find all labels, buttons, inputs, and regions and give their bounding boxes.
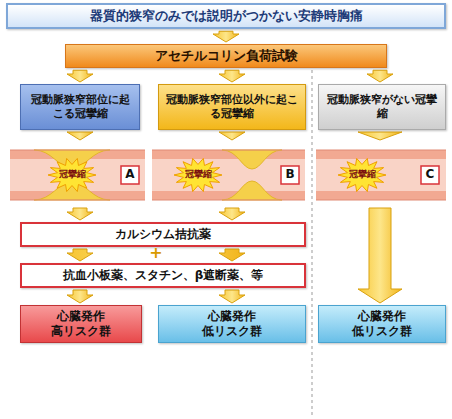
node-text: 冠動脈狭窄部位以外に起こる冠攣縮 — [164, 93, 300, 121]
divider-line — [311, 70, 313, 416]
spasm-bursts — [48, 158, 386, 191]
artery-a — [10, 150, 145, 200]
flow-arrow — [367, 70, 393, 82]
panel-letter: C — [426, 168, 435, 181]
flow-arrow — [219, 70, 245, 82]
start-box: 器質的狭窄のみでは説明がつかない安静時胸痛 — [6, 3, 446, 29]
spasm-label: 冠攣縮 — [59, 170, 86, 180]
risk-box: 心臓発作 低リスク群 — [318, 305, 446, 343]
node-text: 心臓発作 低リスク群 — [196, 309, 268, 339]
node-text: 心臓発作 高リスク群 — [45, 309, 117, 339]
spasm-burst — [174, 158, 222, 191]
plus-sign: + — [149, 244, 162, 262]
flow-arrow — [213, 31, 239, 42]
spasm-label: 冠攣縮 — [185, 170, 212, 180]
artery-c — [316, 150, 446, 200]
node-text: 抗血小板薬、スタチン、β遮断薬、等 — [63, 268, 264, 283]
treatment-box: カルシウム拮抗薬 — [20, 222, 306, 247]
letter-boxes — [121, 166, 439, 184]
treatment-box: 抗血小板薬、スタチン、β遮断薬、等 — [20, 263, 306, 288]
node-text: 心臓発作 低リスク群 — [346, 309, 418, 339]
risk-box: 心臓発作 低リスク群 — [158, 305, 306, 343]
artery-b — [152, 150, 305, 200]
type-box: 冠動脈狭窄部位に起こる冠攣縮 — [20, 84, 140, 130]
flow-arrow — [219, 132, 245, 220]
panel-letter: B — [285, 168, 294, 181]
flow-arrow — [219, 290, 245, 303]
flow-arrow — [67, 290, 93, 303]
node-text: 器質的狭窄のみでは説明がつかない安静時胸痛 — [90, 8, 363, 24]
node-text: アセチルコリン負荷試験 — [155, 48, 298, 64]
test-box: アセチルコリン負荷試験 — [65, 44, 387, 68]
risk-box: 心臓発作 高リスク群 — [20, 305, 142, 343]
spasm-burst — [48, 158, 96, 191]
flow-arrow — [358, 132, 402, 303]
node-text: カルシウム拮抗薬 — [115, 227, 211, 242]
type-box: 冠動脈狭窄部位以外に起こる冠攣縮 — [158, 84, 306, 130]
panel-letter: A — [125, 168, 134, 181]
type-box: 冠動脈狭窄がない冠攣縮 — [318, 84, 446, 130]
spasm-burst — [338, 158, 386, 191]
spasm-label: 冠攣縮 — [349, 170, 376, 180]
node-text: 冠動脈狭窄部位に起こる冠攣縮 — [26, 93, 134, 121]
node-text: 冠動脈狭窄がない冠攣縮 — [324, 93, 440, 121]
flow-arrow — [67, 70, 93, 82]
